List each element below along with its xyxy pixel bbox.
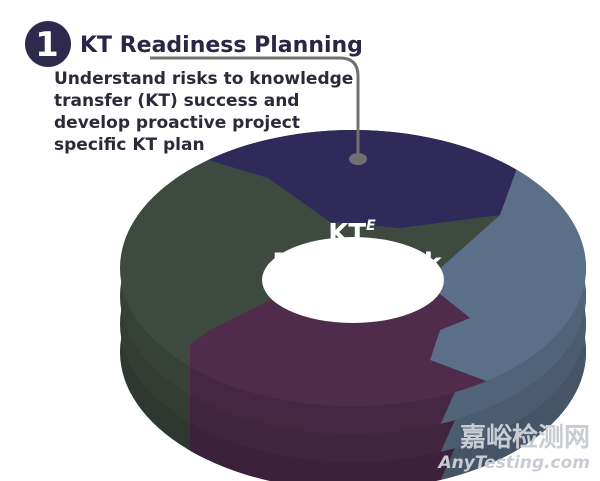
step-title: KT Readiness Planning — [80, 33, 363, 58]
watermark-chinese: 嘉峪检测网 — [460, 422, 590, 453]
description-line-2: transfer (KT) success and — [54, 91, 299, 111]
center-label-framework: Framework — [272, 248, 443, 279]
center-label-kt: KTE — [328, 218, 376, 249]
description-line-4: specific KT plan — [54, 135, 205, 155]
step-number: 1 — [35, 25, 59, 65]
description-line-3: develop proactive project — [54, 113, 300, 133]
description-line-1: Understand risks to knowledge — [54, 69, 353, 89]
connector-line — [150, 56, 360, 154]
step-description: Understand risks to knowledge transfer (… — [54, 69, 359, 155]
step-badge — [25, 21, 71, 67]
connector-dot — [349, 153, 367, 165]
watermark-english: AnyTesting.com — [436, 453, 590, 473]
center-hole — [262, 237, 444, 323]
center-label-superscript: E — [366, 218, 376, 234]
